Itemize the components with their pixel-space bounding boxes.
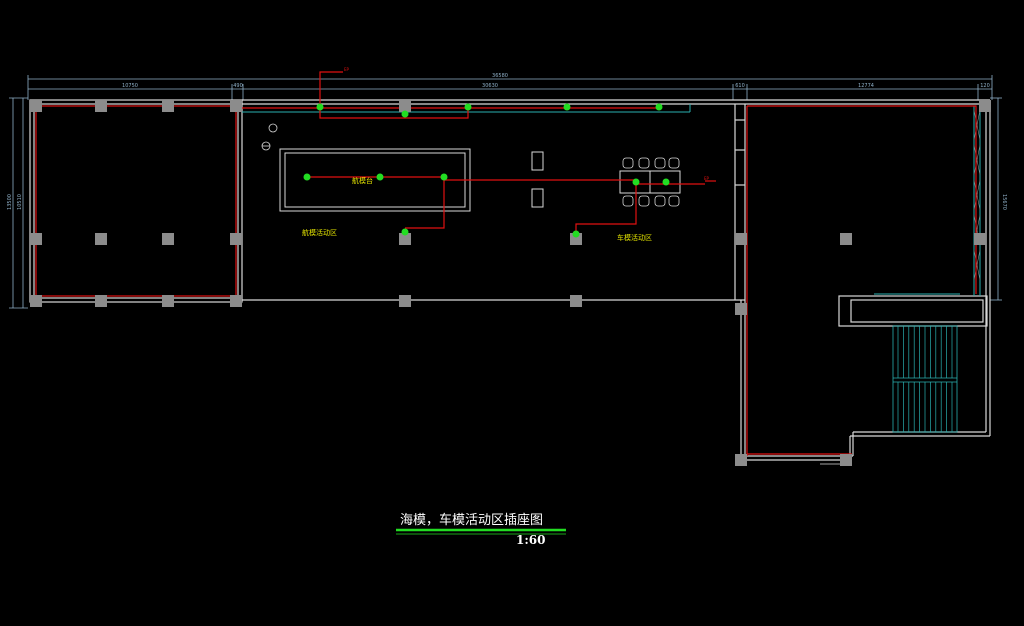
column (840, 454, 852, 466)
socket (464, 103, 472, 111)
dimension-seg4: 610 (735, 83, 745, 89)
column (979, 100, 991, 112)
column (230, 233, 242, 245)
dimension-seg2: 490 (233, 83, 243, 89)
column (230, 295, 242, 307)
drawing-scale: 1:60 (516, 533, 545, 547)
column (162, 295, 174, 307)
column (30, 233, 42, 245)
column (30, 295, 42, 307)
column (399, 233, 411, 245)
column (735, 454, 747, 466)
socket-tag-right: EP (704, 176, 710, 181)
windows (242, 104, 981, 296)
chair (668, 157, 680, 169)
chair (622, 157, 634, 169)
stair-treads (897, 326, 953, 432)
dimension-lines-side (9, 97, 1002, 309)
column (974, 233, 986, 245)
socket-tag-top: EP (344, 67, 350, 72)
socket (662, 178, 670, 186)
socket (376, 173, 384, 181)
socket (655, 103, 663, 111)
column (399, 295, 411, 307)
chair (668, 195, 680, 207)
symbols (261, 123, 278, 151)
column (162, 100, 174, 112)
column (162, 233, 174, 245)
column (95, 100, 107, 112)
column (735, 303, 747, 315)
meeting-tables (619, 170, 681, 194)
column (95, 233, 107, 245)
socket (440, 173, 448, 181)
label-car-zone: 车模活动区 (617, 233, 652, 242)
socket (401, 228, 409, 236)
dimension-lines-top (27, 75, 993, 100)
column (95, 295, 107, 307)
column (735, 233, 747, 245)
cabinets (531, 151, 544, 208)
columns (30, 100, 991, 466)
dimension-total: 36580 (492, 73, 508, 79)
dimension-seg6: 120 (980, 83, 990, 89)
socket-circuits (35, 71, 977, 456)
facade-hatching (973, 109, 981, 281)
chair (622, 195, 634, 207)
socket (563, 103, 571, 111)
socket (303, 173, 311, 181)
chair (638, 157, 650, 169)
chair (654, 157, 666, 169)
column (30, 100, 42, 112)
column (399, 100, 411, 112)
column (840, 233, 852, 245)
column (570, 295, 582, 307)
chair (638, 195, 650, 207)
dimension-seg1: 10750 (122, 83, 138, 89)
dimension-seg3: 30630 (482, 83, 498, 89)
socket (632, 178, 640, 186)
chairs (622, 157, 680, 207)
label-aircraft-zone: 航模活动区 (302, 228, 337, 237)
column (570, 233, 582, 245)
dimension-right: 15670 (1001, 194, 1007, 210)
walls (29, 99, 991, 461)
chair (654, 195, 666, 207)
dimension-left-inner: 10510 (17, 194, 23, 210)
label-model-table: 航模台 (352, 176, 373, 185)
socket (572, 230, 580, 238)
dimension-left-outer: 13500 (7, 194, 13, 210)
drawing-title: 海模，车模活动区插座图 (400, 512, 543, 528)
dimension-seg5: 12774 (858, 83, 874, 89)
socket (401, 110, 409, 118)
socket (316, 103, 324, 111)
column (230, 100, 242, 112)
sockets (303, 103, 670, 238)
